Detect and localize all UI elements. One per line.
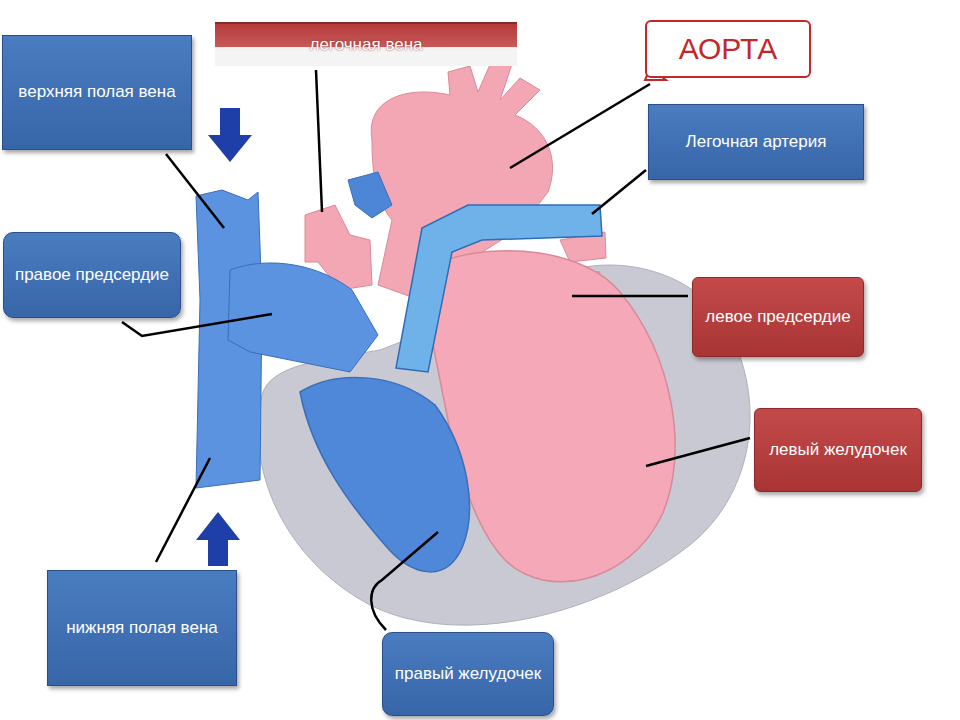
- label-text: правый желудочек: [395, 663, 541, 686]
- leader-line: [156, 458, 210, 562]
- leader-line: [166, 154, 224, 228]
- chamber-label: правое предсердие: [3, 232, 181, 318]
- chamber-label: левый желудочек: [754, 408, 922, 492]
- leader-line: [572, 295, 688, 298]
- vessel-label: нижняя полая вена: [47, 570, 237, 686]
- label-text: верхняя полая вена: [18, 81, 175, 104]
- label-text: левое предсердие: [705, 306, 850, 329]
- leader-line: [592, 170, 646, 214]
- label-text: легочная вена: [309, 34, 422, 57]
- vessel-label: АОРТА: [645, 20, 811, 78]
- vessel: [348, 172, 392, 218]
- leader-line: [510, 84, 650, 168]
- leader-line: [371, 532, 438, 630]
- label-text: правое предсердие: [15, 264, 169, 287]
- label-text: нижняя полая вена: [66, 617, 218, 640]
- pulmonary-artery-shape: [396, 205, 602, 372]
- vessel-label: Легочная артерия: [648, 104, 864, 180]
- label-text: левый желудочек: [769, 439, 907, 462]
- right-ventricle-shape: [300, 377, 469, 571]
- chamber-label: левое предсердие: [692, 277, 864, 357]
- leader-line: [316, 70, 322, 212]
- vessel-label: верхняя полая вена: [2, 35, 192, 150]
- flow-arrow: [196, 512, 240, 566]
- leader-line: [646, 438, 750, 466]
- chamber-label: правый желудочек: [382, 632, 554, 716]
- label-text: АОРТА: [679, 29, 778, 70]
- label-text: Легочная артерия: [686, 131, 827, 154]
- flow-arrow: [208, 108, 252, 162]
- vessel-label: легочная вена: [215, 22, 517, 66]
